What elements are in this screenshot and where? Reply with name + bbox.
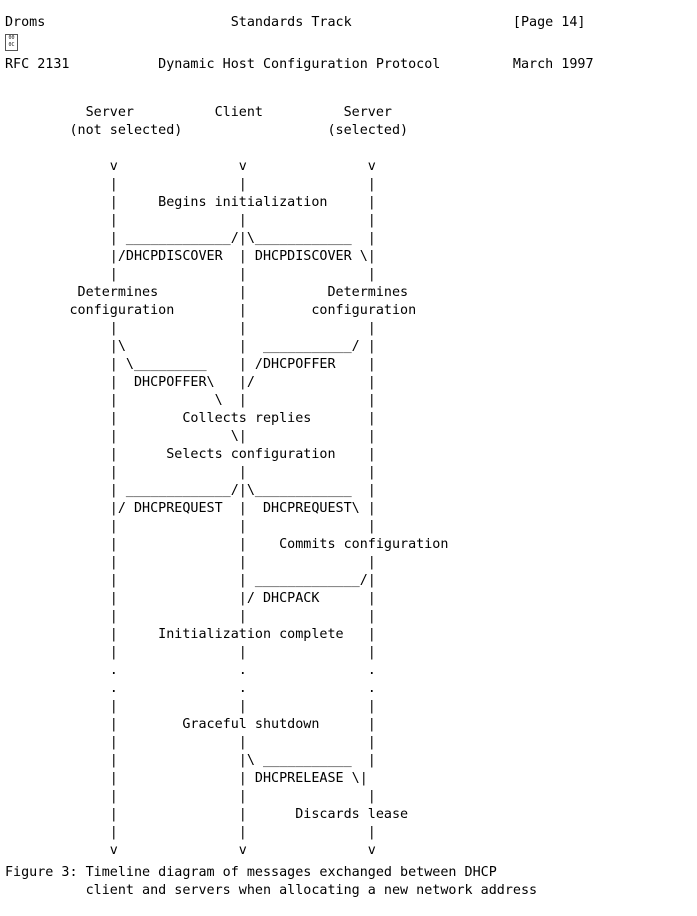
dhcp-timeline-ascii-diagram: Server Client Server (not selected) (sel… [5, 104, 695, 860]
page-subheader: RFC 2131 Dynamic Host Configuration Prot… [5, 56, 695, 74]
figure-caption-line-2: client and servers when allocating a new… [5, 883, 538, 898]
figure-caption: Figure 3: Timeline diagram of messages e… [5, 864, 695, 900]
control-glyph-hex-top: 00 [8, 35, 15, 41]
ascii-art-body: Server Client Server (not selected) (sel… [69, 105, 449, 858]
subheader-line: RFC 2131 Dynamic Host Configuration Prot… [5, 57, 594, 72]
page-header: Droms Standards Track [Page 14] [5, 14, 695, 32]
header-line: Droms Standards Track [Page 14] [5, 15, 586, 30]
figure-caption-line-1: Figure 3: Timeline diagram of messages e… [5, 865, 497, 880]
form-feed-control-glyph: 00 0C [5, 34, 18, 51]
control-glyph-hex-bottom: 0C [8, 42, 15, 48]
